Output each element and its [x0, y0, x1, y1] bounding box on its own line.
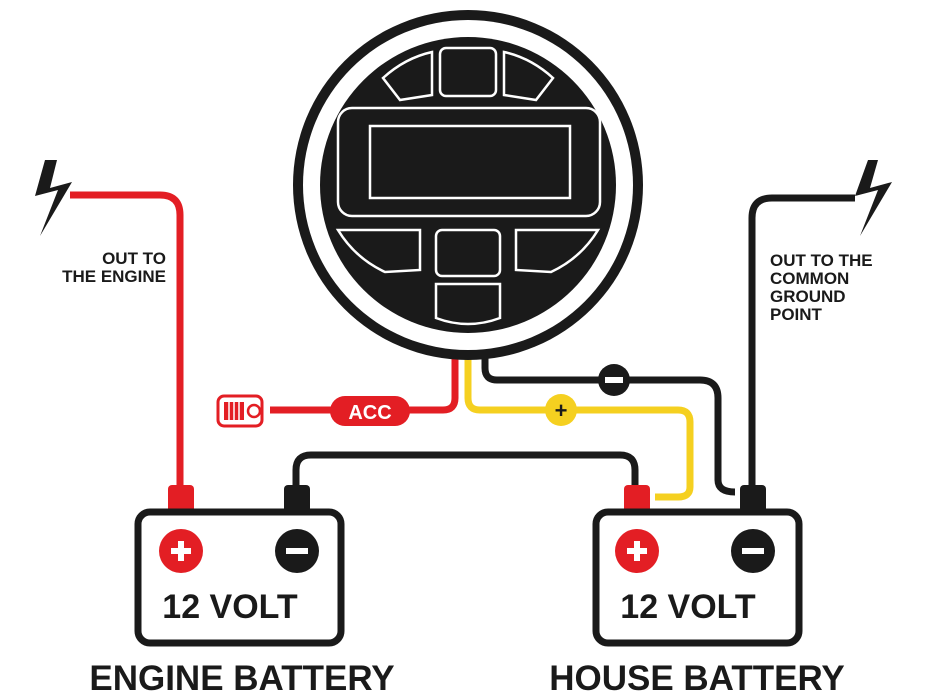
- house-battery-name: HOUSE BATTERY: [549, 659, 845, 697]
- out-to-engine-line1: OUT TO: [102, 249, 166, 268]
- out-to-ground-line1: OUT TO THE: [770, 251, 873, 270]
- engine-battery: 12 VOLT: [134, 508, 345, 647]
- negative-wire-badge: [598, 364, 630, 396]
- gauge-positive-yellow-wire: [464, 355, 694, 501]
- house-battery-voltage: 12 VOLT: [620, 588, 756, 626]
- ground-black-wire: [748, 194, 855, 495]
- out-to-engine-label: OUT TO THE ENGINE: [62, 249, 166, 286]
- out-to-ground-label: OUT TO THE COMMON GROUND POINT: [770, 251, 873, 324]
- engine-lightning-bolt-icon: [35, 160, 72, 236]
- round-display-gauge-icon: [293, 10, 643, 360]
- positive-wire-symbol: +: [555, 398, 568, 423]
- out-to-engine-line2: THE ENGINE: [62, 267, 166, 286]
- engine-negative-terminal-cap: [284, 485, 310, 513]
- engine-red-wire: [70, 191, 184, 495]
- connector-plug-icon: [216, 394, 264, 428]
- engine-battery-voltage: 12 VOLT: [162, 588, 298, 626]
- ground-lightning-bolt-icon: [855, 160, 892, 236]
- house-negative-terminal-cap: [740, 485, 766, 513]
- acc-red-wire: [270, 355, 459, 414]
- house-positive-terminal-cap: [624, 485, 650, 513]
- positive-wire-badge: +: [545, 394, 577, 426]
- engine-battery-name: ENGINE BATTERY: [89, 659, 394, 697]
- house-battery: 12 VOLT: [592, 508, 803, 647]
- battery-link-black-wire: [292, 451, 639, 495]
- out-to-ground-line4: POINT: [770, 305, 823, 324]
- acc-label-badge: ACC: [330, 396, 410, 426]
- out-to-ground-line2: COMMON: [770, 269, 849, 288]
- out-to-ground-line3: GROUND: [770, 287, 846, 306]
- gauge-negative-black-wire: [481, 355, 736, 496]
- engine-positive-terminal-cap: [168, 485, 194, 513]
- acc-label: ACC: [348, 402, 391, 424]
